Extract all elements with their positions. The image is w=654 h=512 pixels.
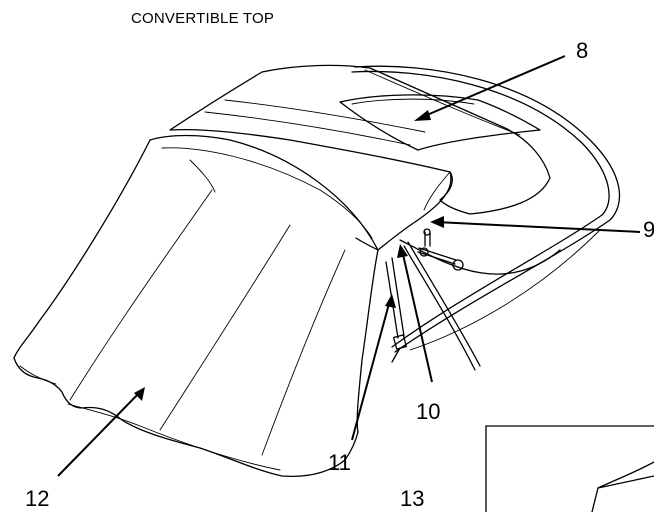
roof-top-panel xyxy=(169,64,551,215)
inset-detail-frame xyxy=(485,425,654,512)
callout-11: 11 xyxy=(328,450,351,475)
side-stays xyxy=(385,228,601,371)
front-header xyxy=(355,171,452,251)
leader-lines xyxy=(57,55,641,477)
callout-10: 10 xyxy=(416,399,441,424)
rear-window xyxy=(339,94,541,151)
callout-13: 13 xyxy=(400,486,425,511)
callout-8: 8 xyxy=(576,38,589,63)
callout-9: 9 xyxy=(643,217,654,242)
top-boot-cover xyxy=(13,134,379,478)
diagram-title: CONVERTIBLE TOP xyxy=(131,10,275,27)
rear-frame xyxy=(351,65,621,353)
callout-12: 12 xyxy=(25,486,50,511)
